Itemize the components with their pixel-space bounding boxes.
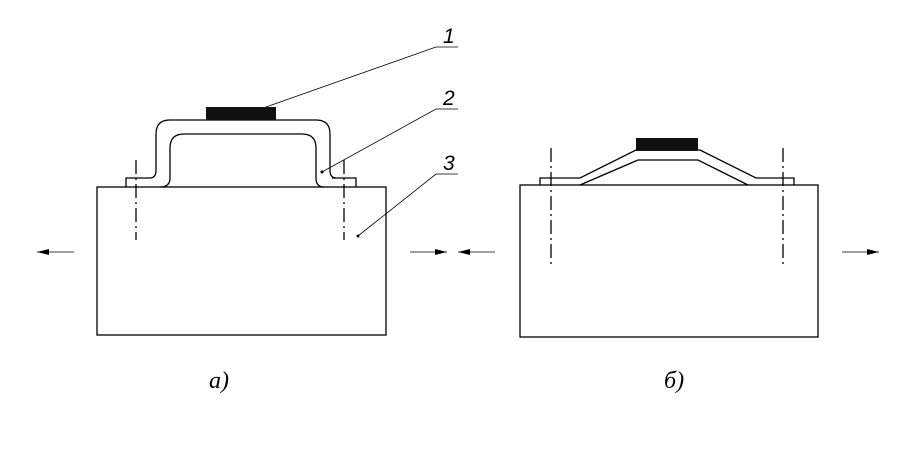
figure-b: б) bbox=[458, 138, 879, 394]
flange-left-a bbox=[125, 177, 150, 187]
callout-3: 3 bbox=[443, 152, 455, 175]
leader-2 bbox=[321, 108, 458, 173]
leader-dot-2 bbox=[320, 170, 324, 174]
caption-b: б) bbox=[664, 368, 684, 394]
callout-2: 2 bbox=[442, 87, 455, 110]
workpiece-a bbox=[206, 107, 276, 120]
caption-a: а) bbox=[209, 368, 229, 394]
callout-1: 1 bbox=[443, 25, 455, 48]
figure-a: 1 2 3 а) bbox=[37, 25, 458, 394]
base-block-a bbox=[96, 186, 387, 336]
bent-strip-inner-b bbox=[579, 159, 749, 186]
leader-1 bbox=[265, 46, 458, 108]
base-block-b bbox=[519, 184, 819, 338]
workpiece-b bbox=[636, 138, 698, 151]
bent-strip-inner-a bbox=[159, 133, 325, 188]
leader-3 bbox=[357, 173, 458, 237]
bent-strip-outer-a bbox=[149, 119, 337, 179]
flange-right-a bbox=[332, 177, 357, 187]
bent-strip-outer-b bbox=[539, 149, 795, 185]
leader-dot-3 bbox=[356, 234, 360, 238]
